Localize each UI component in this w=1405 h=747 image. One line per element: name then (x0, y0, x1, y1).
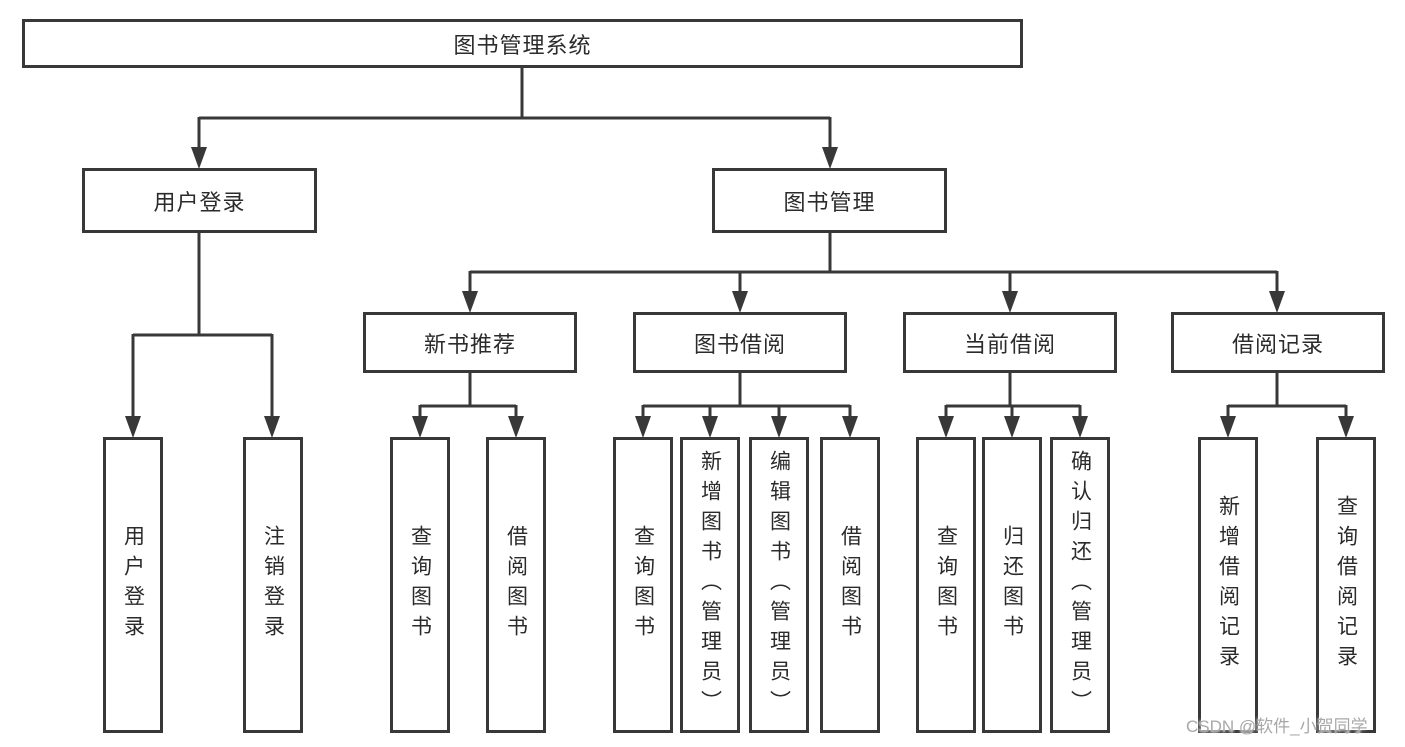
leaf-query-books-1-label: 查询图书 (408, 525, 432, 645)
leaf-confirm-return-admin: 确认归还（管理员） (1050, 437, 1110, 733)
leaf-return-books-label: 归还图书 (1000, 525, 1024, 645)
leaf-return-books: 归还图书 (982, 437, 1042, 733)
node-book-management: 图书管理 (712, 168, 947, 233)
node-new-book-recommend: 新书推荐 (363, 312, 577, 373)
node-book-management-label: 图书管理 (783, 189, 876, 215)
node-borrow-record-label: 借阅记录 (1231, 331, 1324, 357)
arrowheads (125, 147, 1354, 438)
node-borrow-record: 借阅记录 (1171, 312, 1385, 373)
csdn-watermark: CSDN @软件_小贺同学 (1186, 717, 1368, 736)
leaf-query-borrow-record-label: 查询借阅记录 (1334, 495, 1358, 675)
leaf-query-borrow-record: 查询借阅记录 (1316, 437, 1376, 733)
leaf-user-login: 用户登录 (103, 437, 163, 733)
leaf-borrow-books-2: 借阅图书 (820, 437, 880, 733)
node-current-borrow: 当前借阅 (903, 312, 1117, 373)
leaf-query-books-2-label: 查询图书 (631, 525, 655, 645)
node-library-system: 图书管理系统 (22, 19, 1023, 68)
node-book-borrow-label: 图书借阅 (693, 331, 786, 357)
leaf-edit-books-admin-label: 编辑图书（管理员） (767, 450, 791, 720)
leaf-confirm-return-admin-label: 确认归还（管理员） (1068, 450, 1092, 720)
leaf-add-books-admin: 新增图书（管理员） (680, 437, 740, 733)
node-current-borrow-label: 当前借阅 (963, 331, 1056, 357)
leaf-query-books-3-label: 查询图书 (934, 525, 958, 645)
leaf-add-books-admin-label: 新增图书（管理员） (698, 450, 722, 720)
leaf-add-borrow-record: 新增借阅记录 (1198, 437, 1258, 733)
leaf-borrow-books-1: 借阅图书 (486, 437, 546, 733)
node-book-borrow: 图书借阅 (633, 312, 847, 373)
node-new-book-recommend-label: 新书推荐 (423, 331, 516, 357)
leaf-logout: 注销登录 (243, 437, 303, 733)
leaf-edit-books-admin: 编辑图书（管理员） (749, 437, 809, 733)
node-user-login-label: 用户登录 (153, 189, 246, 215)
leaf-query-books-3: 查询图书 (916, 437, 976, 733)
leaf-query-books-2: 查询图书 (613, 437, 673, 733)
leaf-query-books-1: 查询图书 (390, 437, 450, 733)
node-library-system-label: 图书管理系统 (453, 32, 592, 58)
leaf-borrow-books-1-label: 借阅图书 (504, 525, 528, 645)
leaf-logout-label: 注销登录 (261, 525, 285, 645)
leaf-user-login-label: 用户登录 (121, 525, 145, 645)
leaf-borrow-books-2-label: 借阅图书 (838, 525, 862, 645)
node-user-login: 用户登录 (82, 168, 317, 233)
leaf-add-borrow-record-label: 新增借阅记录 (1216, 495, 1240, 675)
